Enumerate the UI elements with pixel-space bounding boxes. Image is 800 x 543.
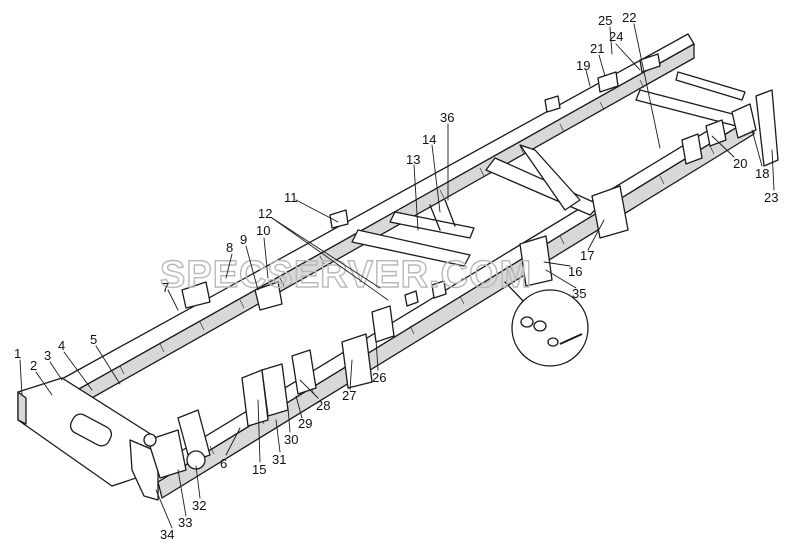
callout-33: 33 bbox=[178, 515, 192, 530]
callout-7: 7 bbox=[162, 280, 169, 295]
front-bumper bbox=[17, 377, 161, 501]
watermark: SPECSERVER.COM bbox=[160, 254, 532, 296]
callout-4: 4 bbox=[58, 338, 65, 353]
callout-29: 29 bbox=[298, 416, 312, 431]
callout-10: 10 bbox=[256, 223, 270, 238]
callout-15: 15 bbox=[252, 462, 266, 477]
cross-members bbox=[351, 71, 749, 267]
callout-12: 12 bbox=[258, 206, 272, 221]
callout-1: 1 bbox=[14, 346, 21, 361]
callout-19: 19 bbox=[576, 58, 590, 73]
callout-25: 25 bbox=[598, 13, 612, 28]
fastener-detail-inset bbox=[504, 281, 589, 367]
callout-labels: 1 2 3 4 5 6 7 8 9 10 11 12 13 14 15 16 1… bbox=[14, 10, 778, 542]
callout-18: 18 bbox=[755, 166, 769, 181]
callout-11: 11 bbox=[284, 190, 298, 205]
leader-lines bbox=[19, 23, 775, 529]
callout-17: 17 bbox=[580, 248, 594, 263]
callout-31: 31 bbox=[272, 452, 286, 467]
callout-27: 27 bbox=[342, 388, 356, 403]
left-side-rail bbox=[59, 33, 695, 409]
callout-26: 26 bbox=[372, 370, 386, 385]
callout-35: 35 bbox=[572, 286, 586, 301]
callout-23: 23 bbox=[764, 190, 778, 205]
callout-32: 32 bbox=[192, 498, 206, 513]
callout-5: 5 bbox=[90, 332, 97, 347]
callout-8: 8 bbox=[226, 240, 233, 255]
callout-3: 3 bbox=[44, 348, 51, 363]
callout-22: 22 bbox=[622, 10, 636, 25]
callout-24: 24 bbox=[609, 29, 623, 44]
callout-2: 2 bbox=[30, 358, 37, 373]
callout-9: 9 bbox=[240, 232, 247, 247]
callout-34: 34 bbox=[160, 527, 174, 542]
callout-16: 16 bbox=[568, 264, 582, 279]
callout-20: 20 bbox=[733, 156, 747, 171]
callout-30: 30 bbox=[284, 432, 298, 447]
callout-14: 14 bbox=[422, 132, 436, 147]
callout-6: 6 bbox=[220, 456, 227, 471]
callout-36: 36 bbox=[440, 110, 454, 125]
callout-28: 28 bbox=[316, 398, 330, 413]
brackets bbox=[143, 53, 779, 479]
callout-13: 13 bbox=[406, 152, 420, 167]
callout-21: 21 bbox=[590, 41, 604, 56]
